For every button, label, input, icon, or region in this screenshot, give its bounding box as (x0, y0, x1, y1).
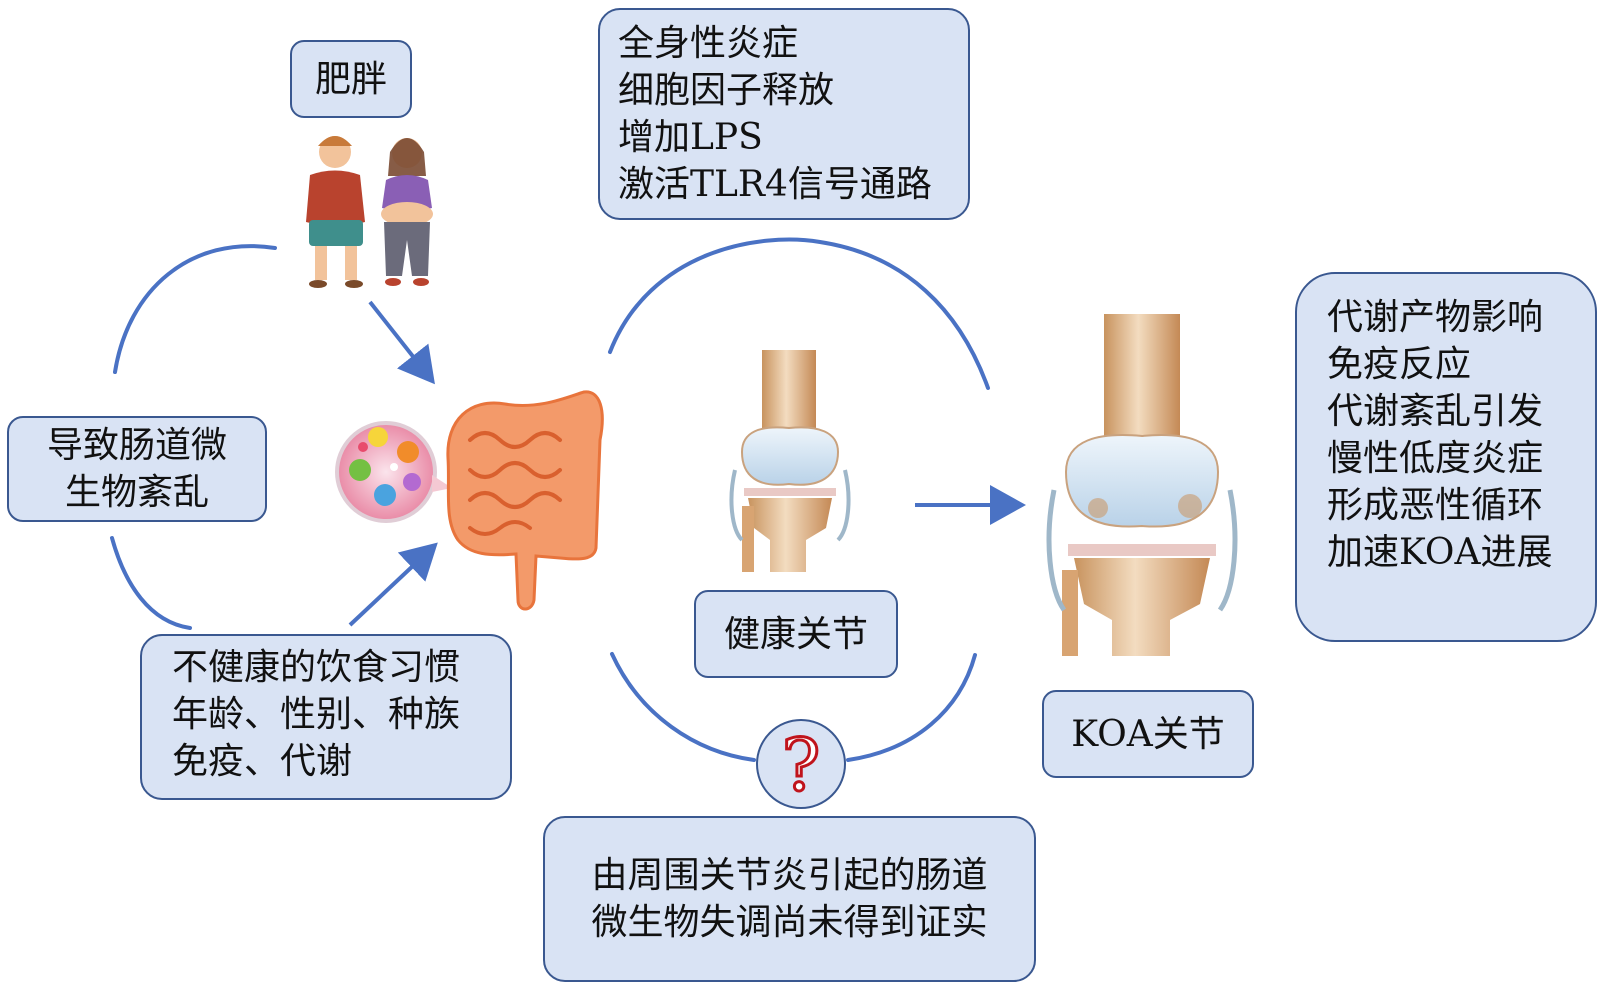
healthy-knee-icon (729, 350, 851, 572)
cycle-arc-top-left (113, 244, 277, 374)
inflammation-line-3: 增加LPS (618, 117, 763, 158)
inflammation-line-4: 激活TLR4信号通路 (618, 164, 932, 205)
healthy-joint-label: 健康关节 (723, 613, 868, 655)
inflammation-line-1: 全身性炎症 (618, 23, 799, 64)
metabolic-line-6: 加速KOA进展 (1327, 532, 1553, 573)
unproven-line-2: 微生物失调尚未得到证实 (591, 902, 988, 943)
question-icon: ? (756, 719, 846, 809)
obesity-box: 肥胖 (290, 40, 412, 118)
obese-couple-icon (306, 136, 433, 288)
circle-arc-bottom-left (610, 652, 756, 762)
koa-joint-label: KOA关节 (1071, 713, 1225, 755)
unproven-line-1: 由周围关节炎引起的肠道 (591, 855, 988, 896)
koa-joint-box: KOA关节 (1042, 690, 1254, 778)
dysbiosis-line-2: 生物紊乱 (64, 472, 209, 513)
intestine-icon (446, 390, 604, 611)
metabolic-line-1: 代谢产物影响 (1327, 297, 1544, 338)
dysbiosis-box: 导致肠道微 生物紊乱 (7, 416, 267, 522)
unproven-box: 由周围关节炎引起的肠道 微生物失调尚未得到证实 (543, 816, 1036, 982)
arrow-obesity-to-gut (368, 300, 435, 385)
circle-arc-bottom-right (846, 653, 977, 762)
inflammation-line-2: 细胞因子释放 (618, 70, 835, 111)
metabolic-effects-box: 代谢产物影响 免疫反应 代谢紊乱引发 慢性低度炎症 形成恶性循环 加速KOA进展 (1295, 272, 1597, 642)
metabolic-line-5: 形成恶性循环 (1327, 485, 1544, 526)
circle-arc-top (608, 237, 990, 390)
gut-microbiota-icon (335, 421, 452, 523)
metabolic-line-4: 慢性低度炎症 (1327, 438, 1544, 479)
systemic-inflammation-box: 全身性炎症 细胞因子释放 增加LPS 激活TLR4信号通路 (598, 8, 970, 220)
cycle-arc-bottom-left (110, 536, 192, 630)
metabolic-line-3: 代谢紊乱引发 (1327, 391, 1544, 432)
factors-line-2: 年龄、性别、种族 (172, 694, 461, 735)
healthy-joint-box: 健康关节 (694, 590, 898, 678)
obesity-label: 肥胖 (314, 58, 387, 100)
factors-line-1: 不健康的饮食习惯 (172, 647, 461, 688)
risk-factors-box: 不健康的饮食习惯 年龄、性别、种族 免疫、代谢 (140, 634, 512, 800)
metabolic-line-2: 免疫反应 (1327, 344, 1472, 385)
koa-knee-icon (1046, 314, 1238, 656)
dysbiosis-line-1: 导致肠道微 (46, 425, 227, 466)
question-mark: ? (782, 723, 821, 807)
arrow-factors-to-gut (348, 542, 438, 627)
factors-line-3: 免疫、代谢 (172, 741, 353, 782)
